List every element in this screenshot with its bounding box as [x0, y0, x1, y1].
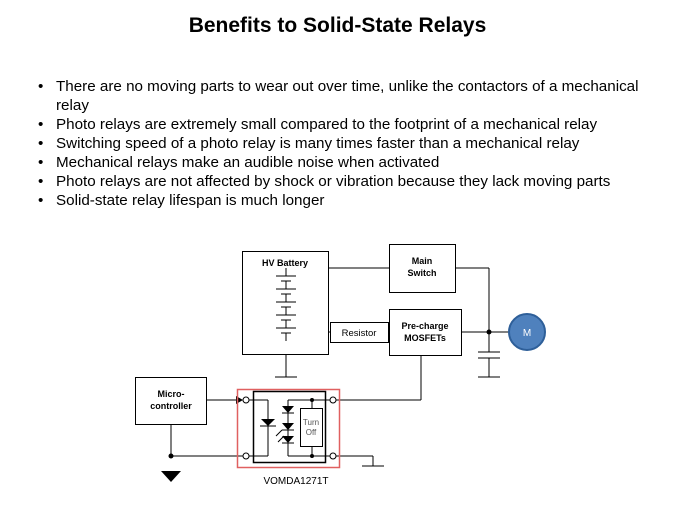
ground-icon: [161, 471, 181, 482]
precharge-label: MOSFETs: [404, 333, 446, 343]
hv-battery-label: HV Battery: [262, 258, 308, 268]
bullet-item: Mechanical relays make an audible noise …: [36, 153, 656, 172]
bullet-list: There are no moving parts to wear out ov…: [36, 77, 656, 210]
bullet-item: Switching speed of a photo relay is many…: [36, 134, 656, 153]
part-number-label: VOMDA1271T: [263, 476, 328, 487]
motor-icon: [508, 313, 546, 351]
resistor-label: Resistor: [342, 328, 377, 339]
photo-relay-icon: [236, 388, 341, 469]
bullet-item: There are no moving parts to wear out ov…: [36, 77, 656, 115]
slide-title: Benefits to Solid-State Relays: [188, 14, 487, 37]
motor-label: M: [523, 328, 531, 339]
bullet-item: Solid-state relay lifespan is much longe…: [36, 191, 656, 210]
microcontroller-label: Micro-: [158, 389, 185, 399]
bullet-item: Photo relays are extremely small compare…: [36, 115, 656, 134]
turn-off-label: Turn: [303, 418, 319, 427]
turn-off-label: Off: [306, 428, 317, 437]
bullet-item: Photo relays are not affected by shock o…: [36, 172, 656, 191]
main-switch-label: Main: [412, 256, 433, 266]
microcontroller-label: controller: [150, 401, 192, 411]
precharge-label: Pre-charge: [401, 321, 448, 331]
capacitor-icon: [478, 351, 500, 378]
main-switch-label: Switch: [407, 268, 436, 278]
battery-cells-icon: [276, 268, 296, 341]
